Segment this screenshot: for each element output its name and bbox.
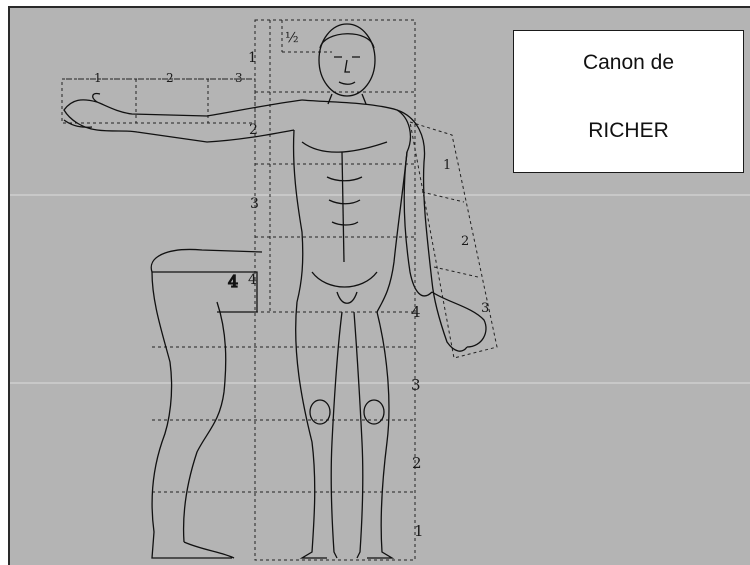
leg-label-4: 4 bbox=[411, 303, 421, 321]
title-line-2: RICHER bbox=[514, 119, 743, 143]
arm-label-3: 3 bbox=[235, 71, 243, 85]
body-label-4: 4 bbox=[248, 272, 257, 288]
torso bbox=[294, 100, 411, 312]
leg-label-3: 3 bbox=[411, 376, 421, 394]
title-line-1: Canon de bbox=[514, 51, 743, 75]
hang-arm-label-3: 3 bbox=[481, 301, 489, 316]
body-label-1: 1 bbox=[248, 50, 257, 66]
arm-label-2: 2 bbox=[166, 71, 174, 85]
body-label-3: 3 bbox=[250, 196, 259, 212]
front-legs bbox=[296, 302, 392, 558]
hang-arm-label-1: 1 bbox=[443, 158, 451, 173]
head-fraction-label: ½ bbox=[285, 30, 299, 46]
profile-leg: 4 bbox=[151, 249, 262, 558]
hang-arm-label-2: 2 bbox=[461, 234, 469, 249]
arm-label-1: 1 bbox=[94, 71, 102, 85]
leg-label-1: 1 bbox=[414, 522, 424, 540]
thigh-label: 4 bbox=[228, 272, 238, 291]
title-box: Canon de RICHER bbox=[513, 30, 744, 173]
body-label-2: 2 bbox=[249, 122, 258, 138]
outstretched-arm bbox=[64, 94, 302, 142]
measure-grid bbox=[62, 20, 497, 560]
leg-label-2: 2 bbox=[412, 454, 422, 472]
